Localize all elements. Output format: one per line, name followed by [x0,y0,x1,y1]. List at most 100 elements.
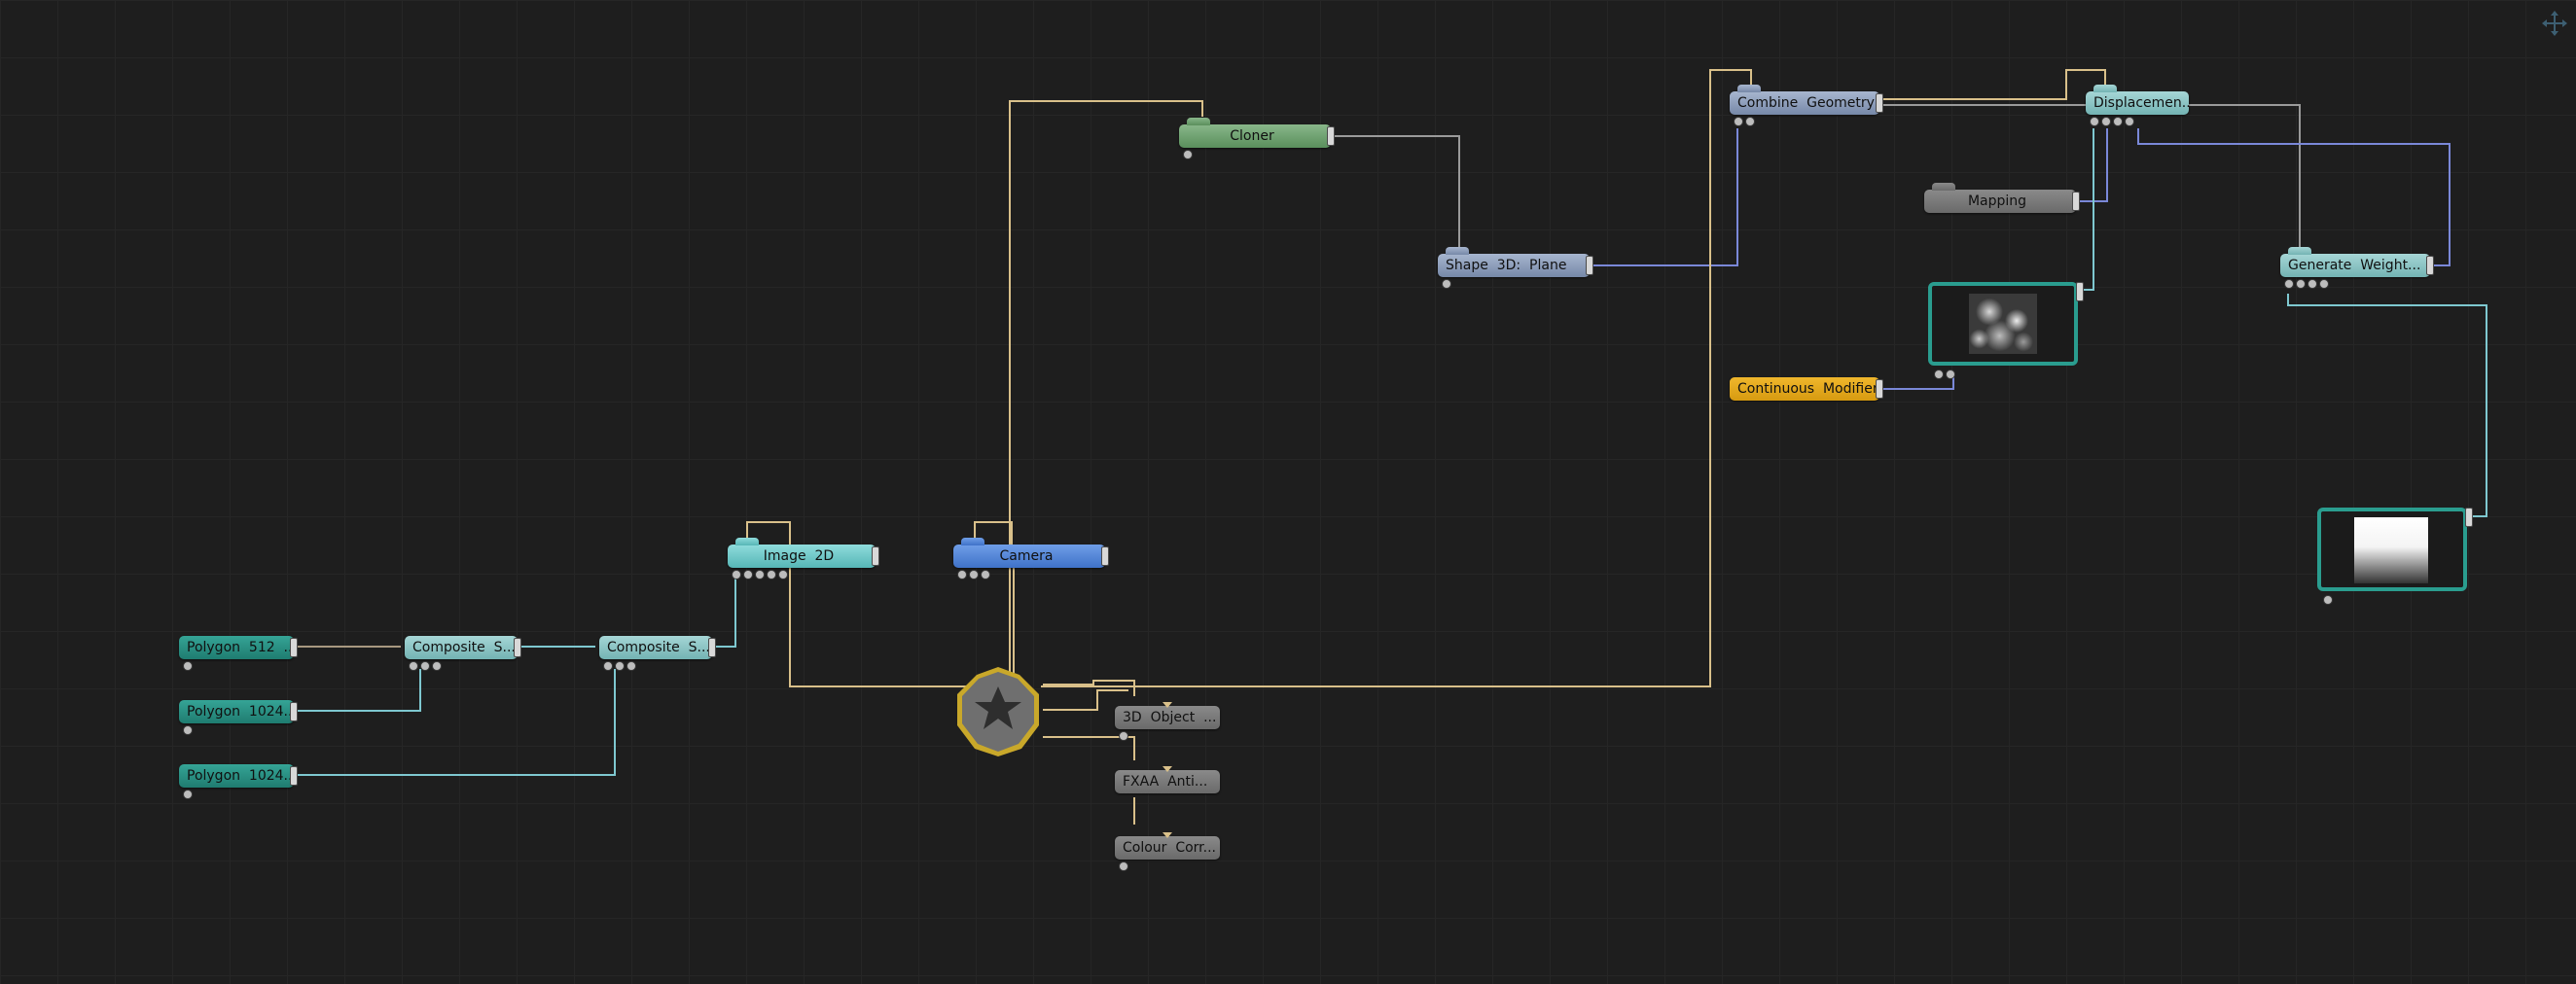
output-port[interactable] [290,638,298,657]
input-port[interactable] [2113,117,2123,126]
input-port[interactable] [183,661,193,671]
node-fxaa[interactable]: FXAA Anti... [1115,766,1220,793]
output-port[interactable] [2426,256,2434,275]
wire [746,521,791,545]
input-port[interactable] [1745,117,1755,126]
input-port[interactable] [2323,595,2333,605]
wire [1879,373,1954,390]
node-title: Shape 3D: Plane [1446,258,1567,273]
output-port[interactable] [1101,546,1109,566]
input-port[interactable] [615,661,625,671]
input-port[interactable] [755,570,765,580]
input-port[interactable] [1183,150,1193,159]
input-ports [957,570,990,580]
input-port[interactable] [1946,369,1955,379]
node-composite-2[interactable]: Composite S... [599,636,716,671]
input-arrow [1163,766,1172,772]
node-image-2d[interactable]: Image 2D [728,538,879,580]
output-port[interactable] [1876,93,1883,113]
node-combine-geometry[interactable]: Combine Geometry [1730,85,1883,126]
input-ports [732,570,788,580]
input-port[interactable] [2319,279,2329,289]
node-cloner[interactable]: Cloner [1179,118,1335,159]
output-port[interactable] [1876,379,1883,399]
input-port[interactable] [981,570,990,580]
input-port[interactable] [420,661,430,671]
node-polygon-1024-a[interactable]: Polygon 1024... [179,700,298,735]
input-arrow [1163,832,1172,838]
input-port[interactable] [969,570,979,580]
node-composite-1[interactable]: Composite S... [405,636,521,671]
input-port[interactable] [1119,861,1128,871]
input-port[interactable] [1934,369,1944,379]
input-ports [603,661,636,672]
input-port[interactable] [732,570,741,580]
node-colour-corr[interactable]: Colour Corr... [1115,832,1220,871]
wire [1043,736,1135,760]
output-port[interactable] [2072,192,2080,211]
node-title: Composite S... [412,640,516,655]
output-port[interactable] [290,702,298,721]
input-ports [1442,279,1451,290]
node-continuous-modifier[interactable]: Continuous Modifier [1730,377,1883,401]
input-port[interactable] [2101,117,2111,126]
node-title: FXAA Anti... [1123,774,1208,790]
input-port[interactable] [2125,117,2134,126]
input-port[interactable] [1734,117,1743,126]
output-port[interactable] [1586,256,1593,275]
input-port[interactable] [432,661,442,671]
noise-image [1969,294,2037,354]
wire [1043,689,1128,711]
input-port[interactable] [778,570,788,580]
gradient-texture-preview[interactable] [2317,508,2467,605]
output-port[interactable] [290,766,298,786]
input-port[interactable] [1442,279,1451,289]
input-ports [183,725,193,736]
move-arrows-icon[interactable] [2541,10,2568,37]
node-generate-weight[interactable]: Generate Weight... [2280,247,2434,289]
input-ports [183,790,193,800]
node-title: Cloner [1230,128,1274,144]
output-port[interactable] [708,638,716,657]
input-port[interactable] [2284,279,2294,289]
input-port[interactable] [743,570,753,580]
noise-texture-preview[interactable] [1928,282,2078,379]
node-tab [735,538,759,545]
output-port[interactable] [514,638,521,657]
node-title: Polygon 512 ... [187,640,294,655]
node-mapping[interactable]: Mapping [1924,183,2080,213]
input-port[interactable] [2308,279,2317,289]
node-title: Polygon 1024... [187,768,294,784]
wire [1331,135,1460,249]
wire [1009,100,1203,673]
input-port[interactable] [183,725,193,735]
input-port[interactable] [957,570,967,580]
node-polygon-512[interactable]: Polygon 512 ... [179,636,298,671]
node-title: Polygon 1024... [187,704,294,720]
input-port[interactable] [2090,117,2099,126]
input-port[interactable] [767,570,776,580]
gradient-output-port[interactable] [2465,508,2473,527]
node-tab [2288,247,2311,255]
node-title: Mapping [1967,193,2027,209]
input-port[interactable] [183,790,193,799]
input-port[interactable] [2296,279,2306,289]
input-port[interactable] [603,661,613,671]
node-3d-object[interactable]: 3D Object ... [1115,702,1220,741]
noise-output-port[interactable] [2076,282,2084,301]
node-tab [2093,85,2117,92]
wire [2189,104,2301,247]
node-displacement[interactable]: Displacemen... [2086,85,2189,126]
input-ports [1119,731,1128,742]
star-cog-icon[interactable] [951,665,1045,758]
node-polygon-1024-b[interactable]: Polygon 1024... [179,764,298,799]
input-port[interactable] [1119,731,1128,741]
output-port[interactable] [1327,126,1335,146]
node-title: Image 2D [763,548,835,564]
node-shape-3d-plane[interactable]: Shape 3D: Plane [1438,247,1593,289]
input-port[interactable] [409,661,418,671]
output-port[interactable] [872,546,879,566]
input-port[interactable] [626,661,636,671]
node-camera[interactable]: Camera [953,538,1109,580]
